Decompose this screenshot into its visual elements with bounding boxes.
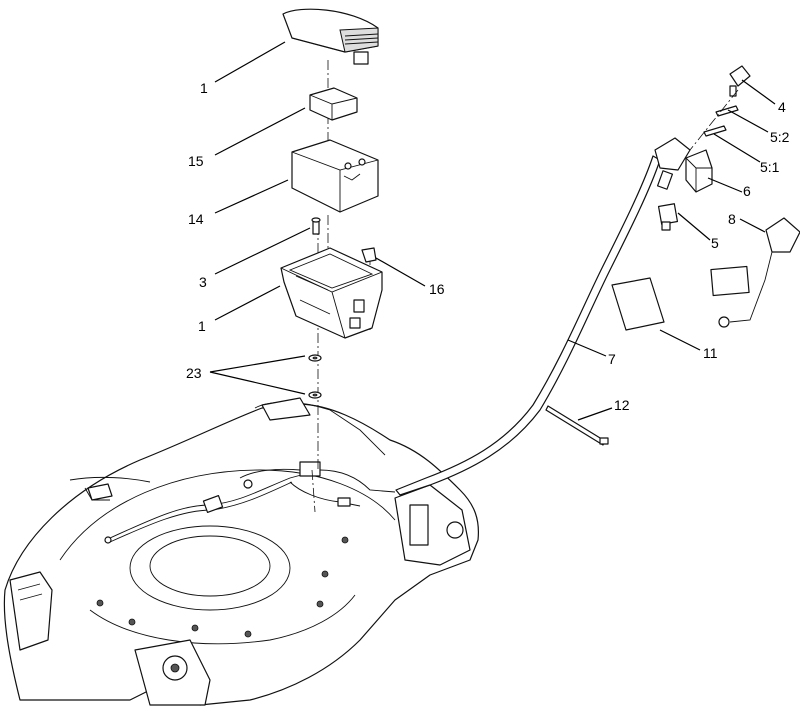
callout-1-box: 1: [198, 318, 206, 334]
cable-tie: [545, 405, 609, 446]
handle-cable: [395, 137, 691, 496]
callout-8: 8: [728, 211, 736, 227]
washer: [703, 125, 727, 137]
battery: [291, 139, 379, 213]
mower-deck: [3, 397, 480, 706]
foam-pad: [309, 87, 358, 121]
battery-cover: [282, 8, 379, 65]
leader-lines: [209, 41, 776, 421]
callout-5-2: 5:2: [770, 129, 790, 145]
callout-3: 3: [199, 274, 207, 290]
charger: [710, 217, 800, 328]
callout-14: 14: [188, 211, 204, 227]
callout-7: 7: [608, 351, 616, 367]
callout-6: 6: [743, 183, 751, 199]
callout-5-1: 5:1: [760, 159, 780, 175]
callout-11: 11: [703, 345, 718, 361]
connector: [657, 203, 679, 231]
washers: [308, 354, 322, 399]
battery-box: [280, 247, 383, 339]
o-ring: [715, 105, 739, 117]
wiring-harness: [104, 461, 396, 544]
callout-23: 23: [186, 365, 202, 381]
callout-5: 5: [711, 235, 719, 251]
callout-16: 16: [429, 281, 445, 297]
key: [729, 65, 751, 97]
callout-1-cover: 1: [200, 80, 208, 96]
decal: [611, 277, 665, 331]
callout-12: 12: [614, 397, 630, 413]
callout-4: 4: [778, 99, 786, 115]
switch: [685, 149, 713, 193]
screw: [311, 217, 321, 235]
battery-clip: [361, 247, 377, 263]
callout-15: 15: [188, 153, 204, 169]
